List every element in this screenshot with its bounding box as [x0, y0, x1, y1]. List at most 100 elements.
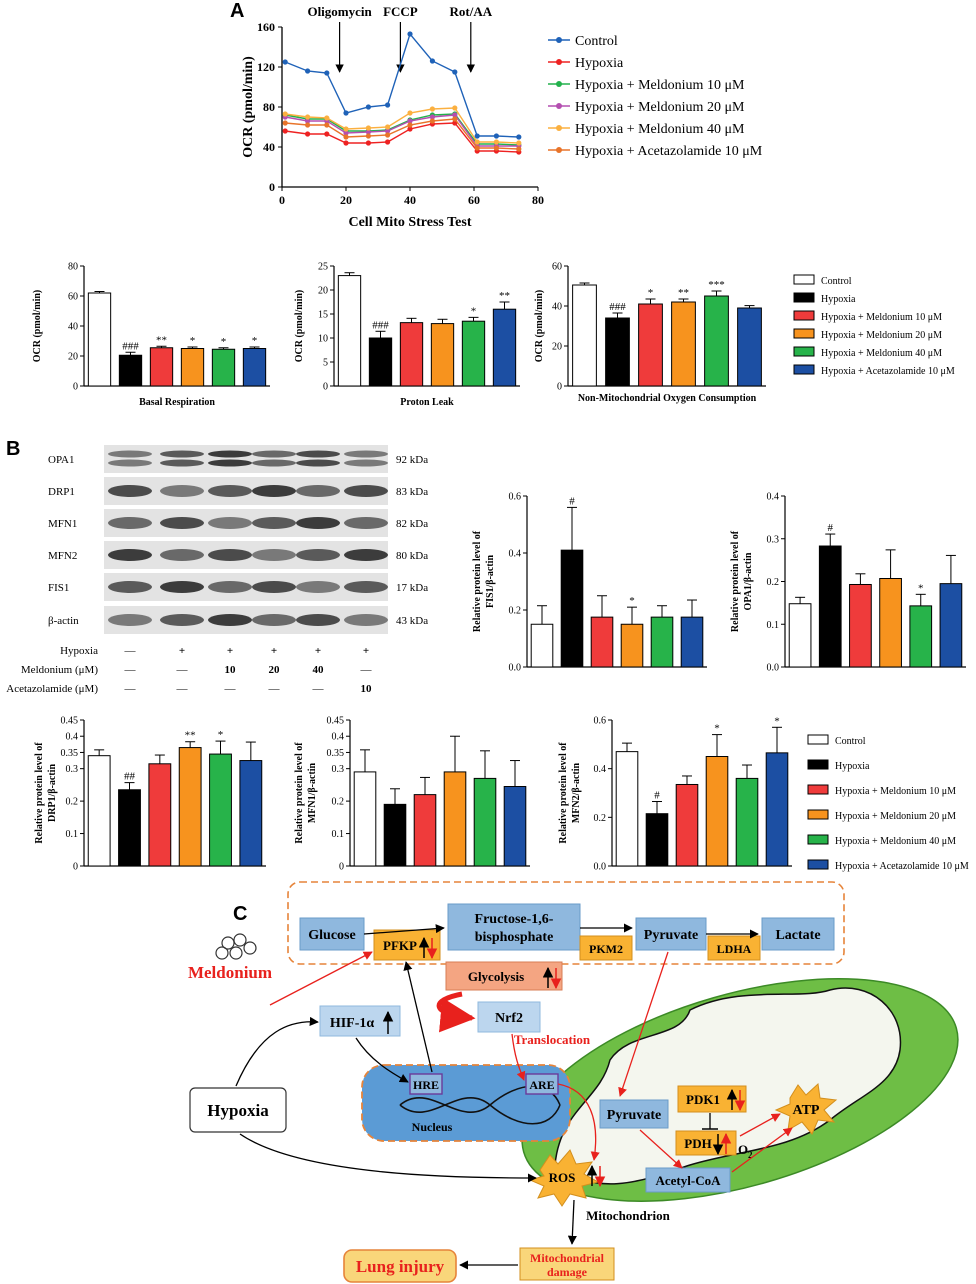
y-tick-label: 0.3	[332, 764, 345, 775]
legend-label: Hypoxia	[575, 56, 624, 71]
legend-label: Hypoxia + Meldonium 10 μM	[575, 78, 745, 93]
bar	[149, 347, 174, 387]
y-axis-label: OCR (pmol/min)	[32, 290, 43, 363]
y-tick-label: 0.45	[327, 716, 345, 727]
blot-band	[208, 549, 252, 561]
data-point	[474, 133, 480, 139]
y-axis-label: Relative protein level of	[558, 742, 569, 844]
series-line	[285, 118, 519, 150]
data-point	[474, 139, 480, 145]
series-line	[285, 122, 519, 153]
legend-label: Hypoxia + Meldonium 20 μM	[835, 811, 956, 822]
data-point	[365, 125, 371, 131]
diagram-arrows	[235, 923, 793, 1270]
injection-label: FCCP	[383, 4, 418, 19]
series-line	[284, 32, 519, 138]
y-axis-label: OCR (pmol/min)	[534, 290, 545, 363]
legend-marker	[556, 81, 562, 87]
y-tick-label: 0.1	[332, 829, 345, 840]
are-label: ARE	[529, 1078, 554, 1092]
blot-band	[344, 549, 388, 561]
blot-band	[296, 459, 340, 467]
blot-protein-label: OPA1	[48, 454, 75, 466]
pfkp-label: PFKP	[383, 938, 417, 953]
bar	[788, 603, 812, 668]
y-tick-label: 0	[73, 862, 78, 873]
data-point	[365, 129, 371, 135]
blot-kda-label: 43 kDa	[396, 615, 428, 627]
blot-protein-label: MFN2	[48, 550, 77, 562]
y-tick-label: 40	[68, 322, 78, 333]
y-tick-label: 0.6	[594, 716, 607, 727]
blot-band	[252, 485, 296, 497]
lactate-label: Lactate	[775, 928, 820, 943]
injection-label: Oligomycin	[307, 4, 372, 19]
blot-band	[296, 549, 340, 561]
condition-value: —	[360, 664, 373, 676]
legend-label: Hypoxia + Acetazolamide 10 μM	[575, 144, 763, 159]
condition-value: +	[315, 645, 321, 657]
lung-injury-label: Lung injury	[356, 1257, 445, 1276]
blot-kda-label: 83 kDa	[396, 486, 428, 498]
blot-band	[208, 517, 252, 529]
y-axis-label: OPA1/β-actin	[743, 552, 754, 610]
blot-band	[160, 459, 204, 467]
x-tick-label: 20	[340, 193, 352, 207]
legend-label: Hypoxia	[821, 294, 856, 305]
significance-mark: *	[774, 715, 780, 727]
y-tick-label: 80	[263, 100, 275, 114]
bar	[939, 583, 963, 668]
legend-label: Hypoxia + Meldonium 20 μM	[575, 100, 745, 115]
blot-band	[344, 459, 388, 467]
significance-mark: *	[190, 335, 196, 347]
condition-value: +	[179, 645, 185, 657]
legend-marker	[556, 59, 562, 65]
data-point	[407, 122, 413, 128]
legend-label: Control	[821, 276, 852, 287]
legend-label: Hypoxia + Meldonium 20 μM	[821, 330, 942, 341]
legend-label: Hypoxia + Acetazolamide 10 μM	[835, 861, 969, 872]
bar	[242, 348, 267, 387]
panel-label-b: B	[6, 438, 20, 460]
nucleus-label: Nucleus	[412, 1120, 453, 1134]
data-point	[365, 133, 371, 139]
significance-mark: **	[678, 287, 689, 299]
data-point	[343, 134, 349, 140]
data-point	[305, 68, 311, 74]
lactate-box	[761, 917, 835, 951]
o2-subscript: 2	[748, 1150, 753, 1160]
data-point	[452, 116, 458, 122]
bar	[765, 752, 789, 867]
y-tick-label: 60	[68, 292, 78, 303]
y-tick-label: 25	[318, 262, 328, 273]
series-line	[285, 114, 519, 147]
legend-marker	[556, 147, 562, 153]
y-tick-label: 0.2	[767, 577, 780, 588]
blot-protein-label: FIS1	[48, 582, 69, 594]
lung-injury-box	[343, 1249, 457, 1283]
blot-band	[344, 450, 388, 458]
blot-band	[208, 459, 252, 467]
data-point	[324, 115, 330, 121]
data-point	[385, 124, 391, 130]
legend-swatch	[793, 292, 815, 303]
data-point	[324, 70, 330, 76]
data-point	[282, 59, 288, 65]
legend-swatch	[807, 734, 829, 745]
blot-band	[296, 485, 340, 497]
legend-swatch	[807, 809, 829, 820]
y-tick-label: 40	[552, 302, 562, 313]
legend-swatch	[793, 346, 815, 357]
hre-box	[409, 1073, 443, 1095]
acetyl-coa-box	[645, 1167, 731, 1193]
blot-kda-label: 82 kDa	[396, 518, 428, 530]
legend-swatch	[793, 274, 815, 285]
y-tick-label: 0	[73, 382, 78, 393]
atp-burst-icon	[774, 1082, 838, 1135]
data-point	[365, 140, 371, 146]
legend-label: Hypoxia + Meldonium 10 μM	[835, 786, 956, 797]
bar	[118, 354, 143, 387]
y-tick-label: 0.6	[509, 492, 522, 503]
